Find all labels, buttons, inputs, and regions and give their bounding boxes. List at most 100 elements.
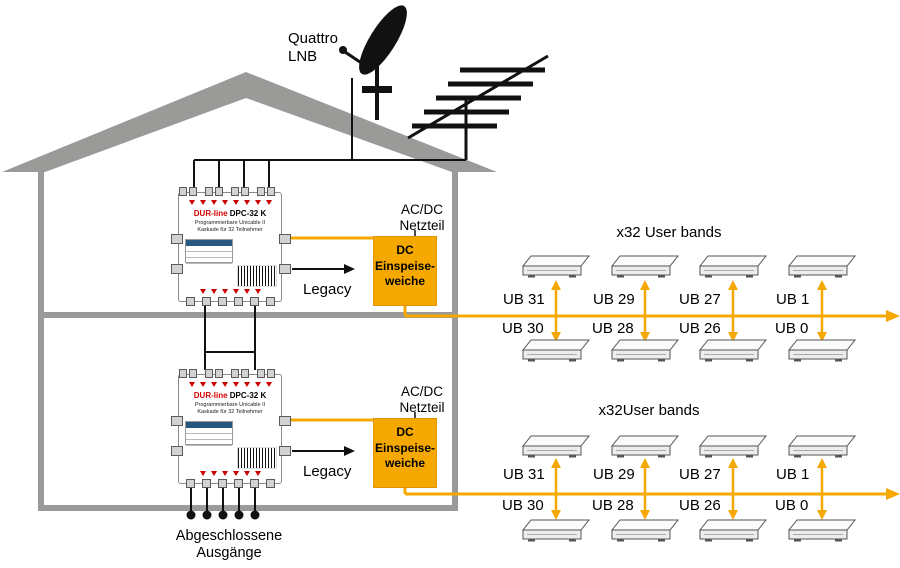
receiver-box [788, 519, 856, 542]
receiver-box [522, 519, 590, 542]
f-connector [189, 369, 197, 378]
multiswitch-lower: DUR-line DPC-32 K Programmierbare Unicab… [171, 369, 291, 488]
coax-bus-lower [284, 418, 900, 500]
f-connector [171, 416, 183, 426]
ub-label: UB 28 [592, 497, 634, 514]
acdc-label-upper: AC/DC Netzteil [399, 202, 445, 234]
f-connector [265, 297, 275, 306]
legacy-arrow-lower [292, 446, 355, 456]
receiver-box [611, 519, 679, 542]
ms-title: DUR-line DPC-32 K [179, 391, 281, 400]
unicable-output-connector [279, 416, 291, 426]
f-connector [233, 479, 243, 488]
f-connector [265, 479, 275, 488]
antenna-cables [193, 78, 466, 188]
f-connector [171, 446, 183, 456]
ub-label: UB 26 [679, 320, 721, 337]
receiver-box [699, 435, 767, 458]
barcode [237, 265, 277, 287]
floor-divider [38, 312, 458, 318]
house-floor [38, 505, 458, 511]
signal-arrow-icons [179, 289, 281, 294]
f-connector [267, 369, 275, 378]
ub-label: UB 27 [679, 466, 721, 483]
f-connector [179, 187, 187, 196]
multiswitch-upper: DUR-line DPC-32 K Programmierbare Unicab… [171, 187, 291, 306]
ub-connection-arrows-upper [551, 280, 827, 342]
right-wall [452, 172, 458, 511]
legacy-output-connector [279, 264, 291, 274]
receiver-group-upper [522, 255, 856, 362]
terrestrial-antenna-icon [407, 54, 549, 160]
ub-label: UB 30 [502, 320, 544, 337]
terminated-outputs-label: Abgeschlossene Ausgänge [175, 528, 283, 562]
coax-bus-upper [284, 236, 900, 322]
legacy-label-upper: Legacy [303, 281, 352, 298]
signal-arrow-icons [179, 200, 281, 205]
f-connector [185, 297, 195, 306]
legacy-label-lower: Legacy [303, 463, 352, 480]
receiver-box [699, 339, 767, 362]
receiver-box [611, 339, 679, 362]
receiver-box [522, 255, 590, 278]
receiver-box [788, 435, 856, 458]
signal-arrow-icons [179, 471, 281, 476]
f-connector [171, 264, 183, 274]
receiver-box [522, 339, 590, 362]
f-connector [201, 479, 211, 488]
ms-input-connectors [179, 187, 281, 196]
ub-label: UB 0 [775, 320, 809, 337]
f-connector [215, 187, 223, 196]
user-bands-label-lower: x32User bands [598, 402, 700, 419]
ub-label: UB 27 [679, 291, 721, 308]
f-connector [205, 187, 213, 196]
f-connector [185, 479, 195, 488]
receiver-box [699, 519, 767, 542]
barcode [237, 447, 277, 469]
legacy-output-connector [279, 446, 291, 456]
f-connector [249, 297, 259, 306]
user-bands-label-upper: x32 User bands [616, 224, 722, 241]
ms-brand: DUR-line [193, 391, 228, 400]
f-connector [201, 297, 211, 306]
ub-label: UB 29 [593, 466, 635, 483]
f-connector [257, 187, 265, 196]
f-connector [267, 187, 275, 196]
house-outline [2, 72, 497, 511]
ub-label: UB 28 [592, 320, 634, 337]
ub-label: UB 31 [503, 291, 545, 308]
ub-label: UB 1 [776, 291, 810, 308]
ms-model: DPC-32 K [229, 391, 267, 400]
ms-model: DPC-32 K [229, 209, 267, 218]
dc-injector-upper: DC Einspeise- weiche [373, 236, 437, 306]
ms-brand: DUR-line [193, 209, 228, 218]
dc-injector-lower: DC Einspeise- weiche [373, 418, 437, 488]
receiver-box [611, 255, 679, 278]
ub-label: UB 31 [503, 466, 545, 483]
f-connector [215, 369, 223, 378]
f-connector [231, 187, 239, 196]
left-wall [38, 172, 44, 511]
f-connector [257, 369, 265, 378]
legacy-arrow-upper [292, 264, 355, 274]
ub-label: UB 1 [776, 466, 810, 483]
f-connector [249, 479, 259, 488]
acdc-label-lower: AC/DC Netzteil [399, 384, 445, 416]
ub-label: UB 29 [593, 291, 635, 308]
signal-arrow-icons [179, 382, 281, 387]
receiver-box [522, 435, 590, 458]
receiver-box [788, 339, 856, 362]
f-connector [205, 369, 213, 378]
f-connector [241, 369, 249, 378]
cascade-trunk-cables [204, 304, 256, 370]
spec-table [185, 239, 233, 264]
ub-connection-arrows-lower [551, 458, 827, 520]
terminated-outputs [186, 486, 260, 520]
receiver-group-lower [522, 435, 856, 542]
f-connector [179, 369, 187, 378]
ub-label: UB 30 [502, 497, 544, 514]
f-connector [231, 369, 239, 378]
